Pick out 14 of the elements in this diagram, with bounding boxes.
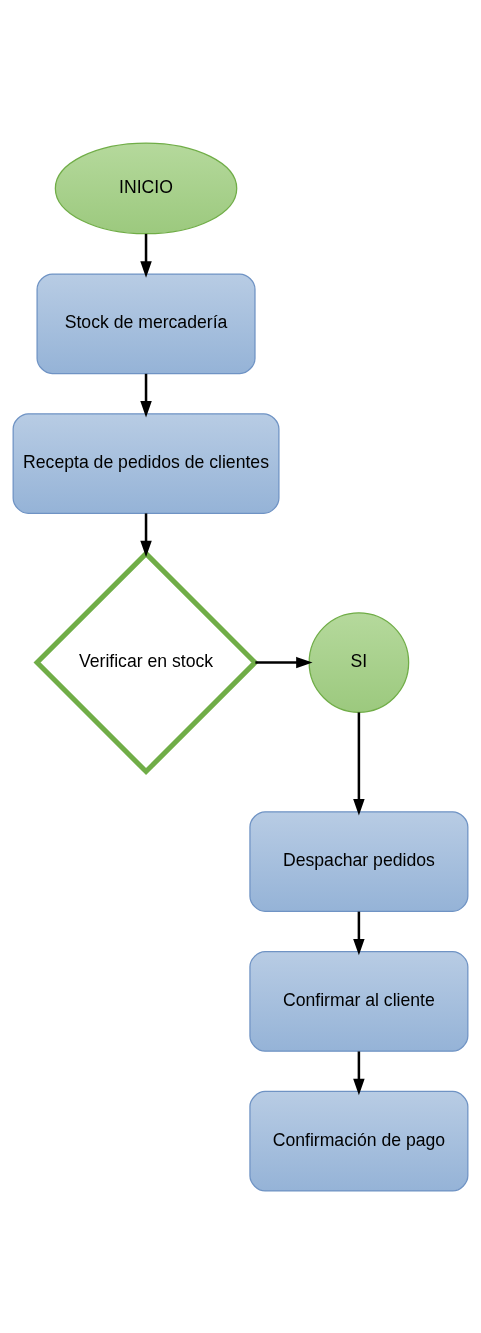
arrow bbox=[140, 512, 152, 557]
node-box: Despachar pedidos bbox=[249, 810, 469, 912]
arrow bbox=[353, 1050, 365, 1095]
node-ellipse: INICIO bbox=[54, 141, 238, 234]
arrow bbox=[140, 373, 152, 417]
node-circle: SI bbox=[308, 611, 410, 713]
arrow bbox=[353, 911, 365, 955]
arrow bbox=[255, 656, 313, 668]
node-box: Confirmar al cliente bbox=[249, 950, 469, 1052]
node-box: Stock de mercadería bbox=[36, 272, 256, 374]
node-box: Confirmación de pago bbox=[249, 1090, 469, 1192]
arrow bbox=[353, 711, 365, 815]
node-box: Recepta de pedidos de clientes bbox=[12, 412, 280, 514]
arrow bbox=[140, 233, 152, 278]
